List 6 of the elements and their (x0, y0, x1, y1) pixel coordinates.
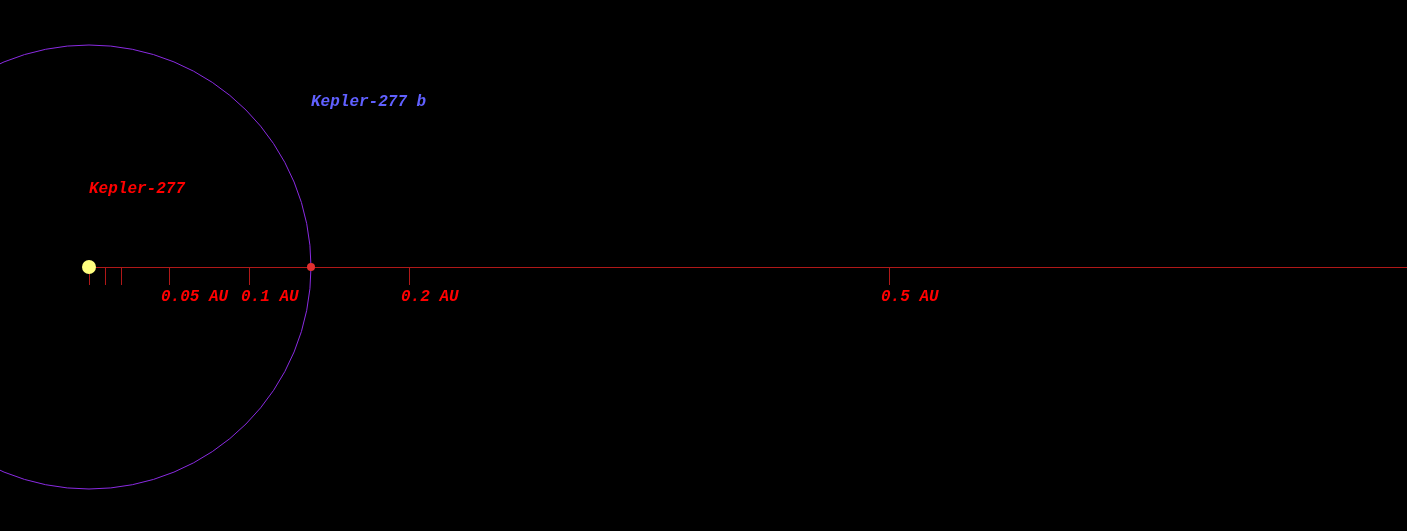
tick-label: 0.2 AU (401, 288, 459, 306)
tick-label: 0.05 AU (161, 288, 229, 306)
planet-name: Kepler-277 b (311, 93, 427, 111)
tick-label: 0.5 AU (881, 288, 939, 306)
tick-label: 0.1 AU (241, 288, 299, 306)
star-name: Kepler-277 (89, 180, 185, 198)
